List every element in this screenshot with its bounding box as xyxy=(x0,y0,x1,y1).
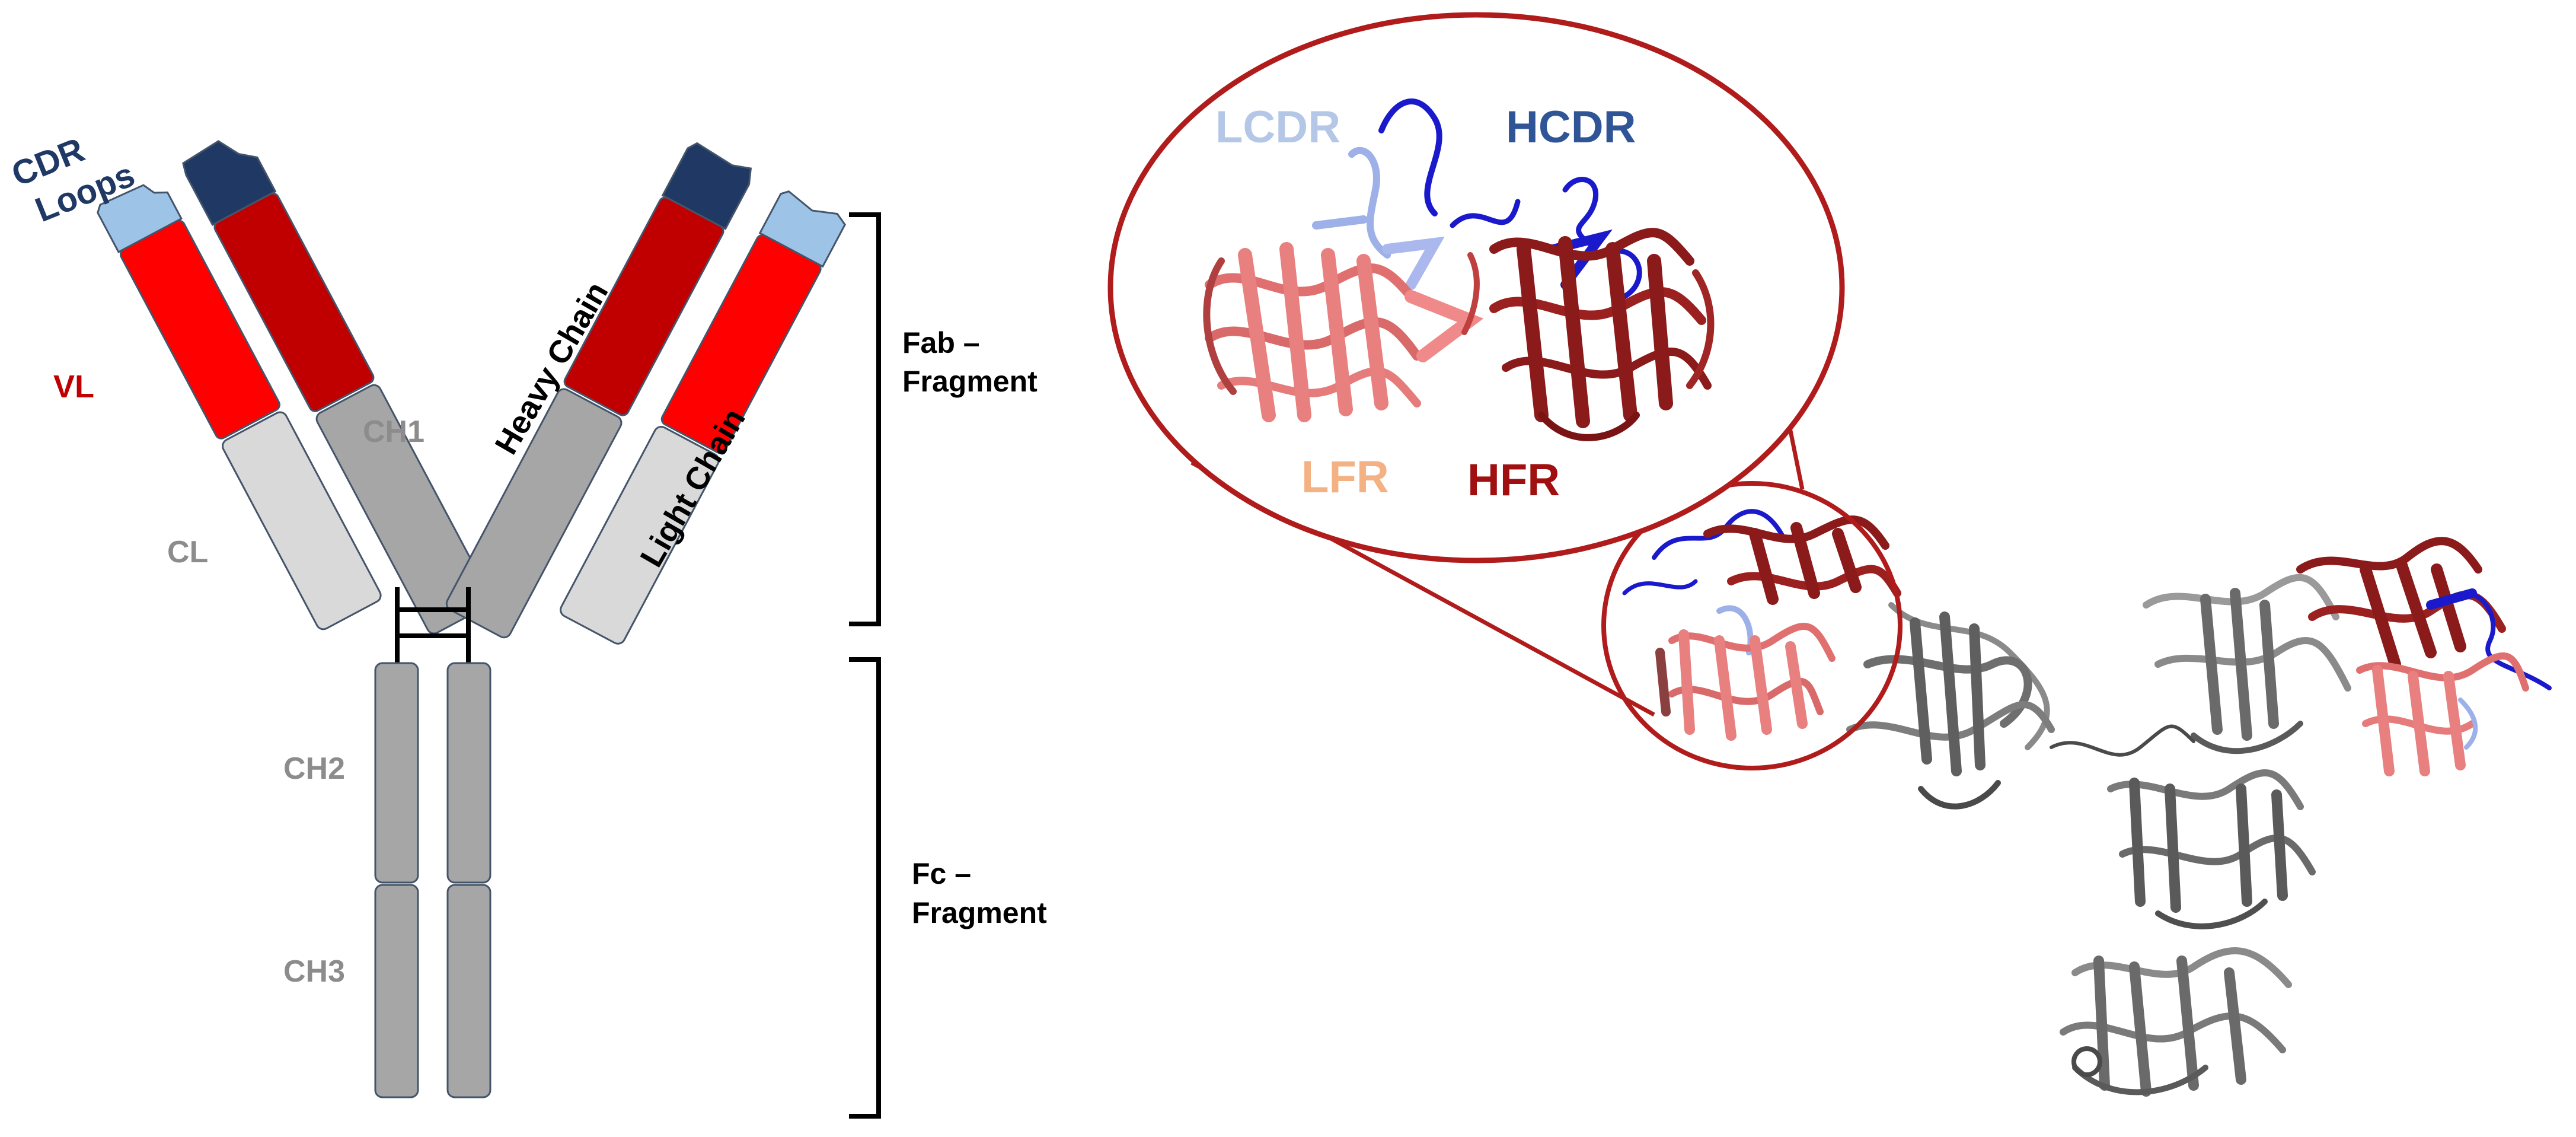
ch1-label: CH1 xyxy=(363,415,424,449)
left-ch1-domain xyxy=(315,384,493,635)
left-ch2-domain xyxy=(374,662,419,884)
lfr-label: LFR xyxy=(1301,452,1389,502)
right-heavy-chain xyxy=(445,142,752,639)
fab-label-line2: Fragment xyxy=(902,365,1038,398)
ribbon-structure: LCDR HCDR LFR HFR xyxy=(1107,12,2552,1097)
right-ch1-domain xyxy=(445,388,623,639)
hcdr-label: HCDR xyxy=(1506,102,1636,152)
vh-label: VH xyxy=(252,253,296,289)
zoomed-variable-domain-ribbon xyxy=(1203,98,1715,441)
right-fab-variable-ribbon xyxy=(2296,537,2552,776)
lcdr-label: LCDR xyxy=(1215,102,1340,152)
left-fab-variable-ribbon xyxy=(1622,509,1901,741)
right-ch3-domain xyxy=(446,884,491,1098)
right-ch2-domain xyxy=(446,662,491,884)
left-cl-domain xyxy=(222,411,382,630)
fc-label-line1: Fc – xyxy=(912,857,971,890)
fab-label-line1: Fab – xyxy=(902,326,980,359)
zoom-source-circle xyxy=(1601,481,1903,770)
right-light-chain xyxy=(560,190,846,645)
left-vh-domain xyxy=(213,192,375,412)
right-vl-domain xyxy=(660,234,822,454)
left-light-chain xyxy=(97,184,382,630)
fc-label-line2: Fragment xyxy=(912,896,1047,929)
right-vh-domain xyxy=(563,196,724,416)
left-heavy-chain xyxy=(182,140,493,635)
constant-domains-ribbon xyxy=(1846,574,2351,1097)
antibody-schematic: CDR Loops VH VL CH1 CL CH2 CH3 Heavy Cha… xyxy=(7,130,1047,1119)
fc-stem xyxy=(374,662,491,1098)
ch2-label: CH2 xyxy=(283,751,345,786)
fc-bracket xyxy=(849,657,881,1119)
ch3-label: CH3 xyxy=(283,954,345,989)
hfr-label: HFR xyxy=(1467,455,1560,505)
right-cl-domain xyxy=(560,426,720,645)
fab-bracket xyxy=(849,212,881,626)
hinge-region xyxy=(395,587,471,664)
left-vl-domain xyxy=(120,219,280,439)
left-ch3-domain xyxy=(374,884,419,1098)
cl-label: CL xyxy=(167,535,208,569)
vl-label: VL xyxy=(53,369,94,405)
